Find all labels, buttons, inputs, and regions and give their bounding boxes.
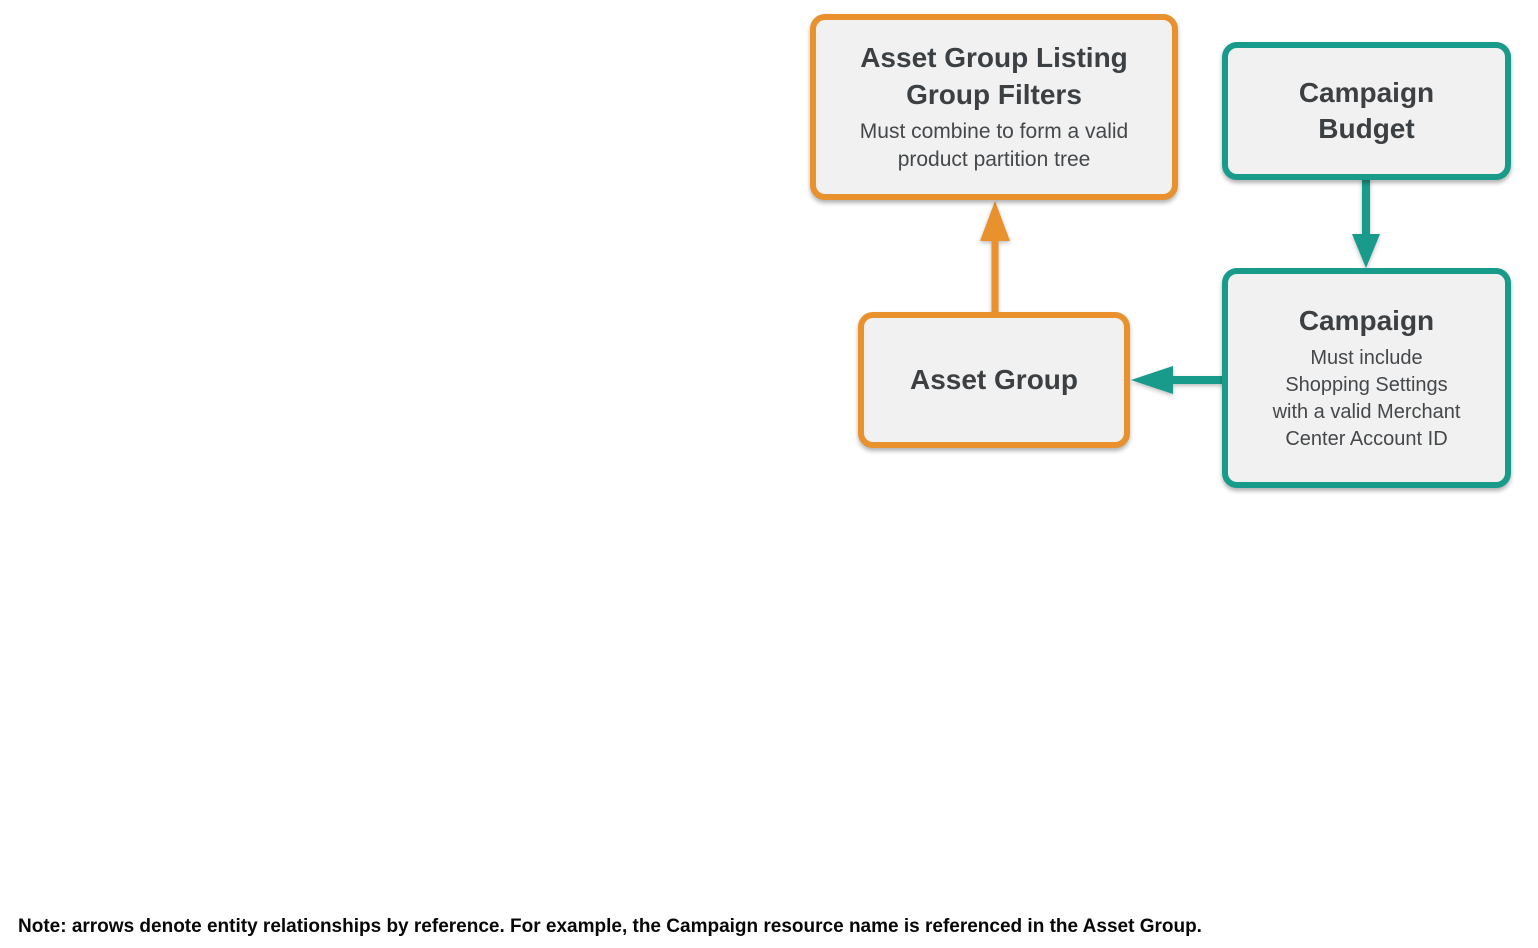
node-subtitle: Must combine to form a valid product par… xyxy=(859,119,1129,171)
node-title: Asset Group Listing Group Filters xyxy=(860,42,1128,110)
node-asset-group-listing-group-filters: Asset Group Listing Group Filters Must c… xyxy=(810,14,1178,200)
node-title: Asset Group xyxy=(909,363,1079,395)
arrow-asset-group-to-filters xyxy=(980,201,1010,314)
node-asset-group: Asset Group xyxy=(858,312,1130,448)
note-text: Note: arrows denote entity relationships… xyxy=(18,916,1202,937)
node-title: Campaign xyxy=(1298,304,1435,336)
node-campaign: Campaign Must include Shopping Settings … xyxy=(1222,268,1511,488)
node-title: Campaign Budget xyxy=(1298,76,1435,144)
node-campaign-budget: Campaign Budget xyxy=(1222,42,1511,180)
arrow-campaign-budget-to-campaign xyxy=(1352,178,1380,268)
node-subtitle: Must include Shopping Settings with a va… xyxy=(1272,347,1461,451)
arrow-campaign-to-asset-group xyxy=(1131,366,1224,394)
